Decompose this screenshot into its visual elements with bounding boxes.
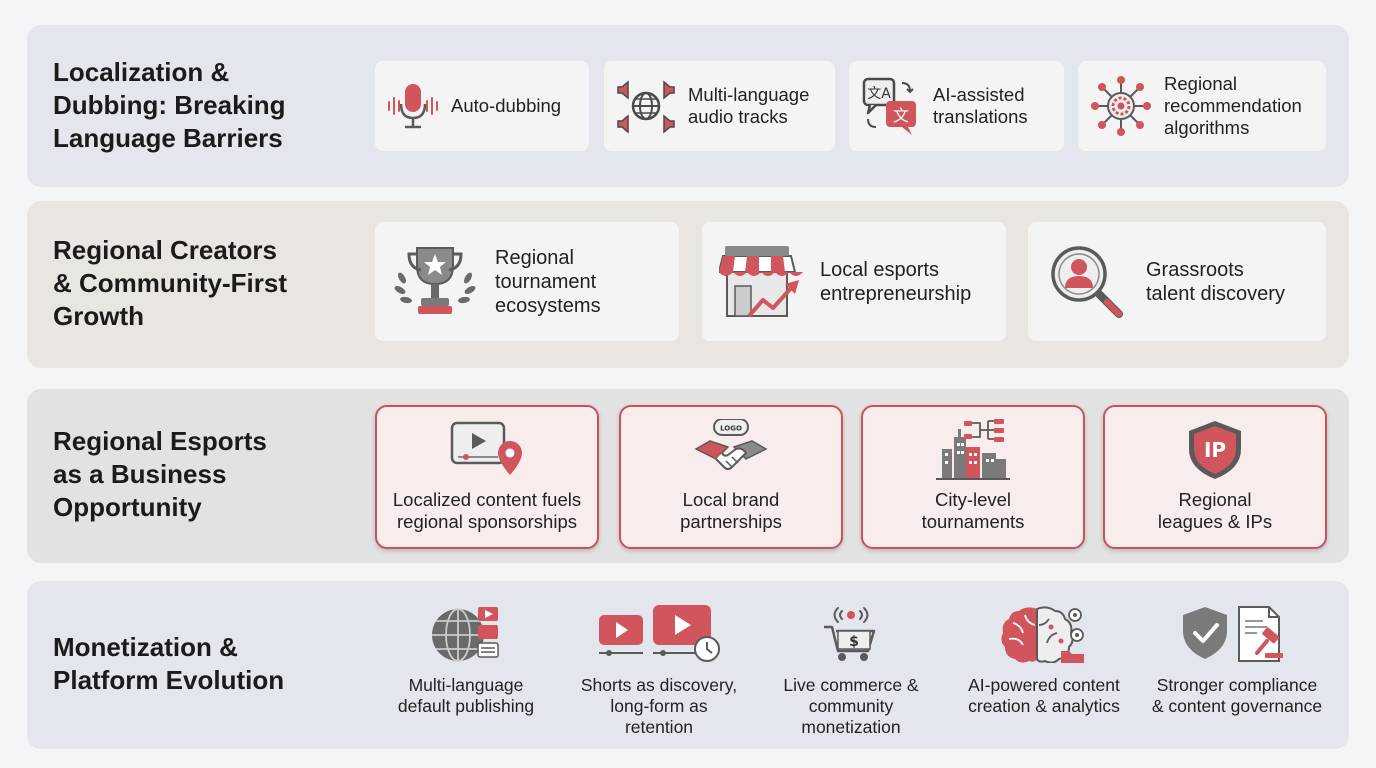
- item-label: Stronger compliance & content governance: [1151, 675, 1323, 716]
- item-ai-powered-content: AI-powered content creation & analytics: [955, 603, 1133, 717]
- ip-shield-icon: IP: [1105, 419, 1325, 481]
- localization-title: Localization & Dubbing: Breaking Languag…: [53, 57, 286, 153]
- city-bracket-icon: [863, 419, 1083, 481]
- cart-currency-text: $: [849, 634, 859, 650]
- storefront-growth-icon: [702, 242, 820, 322]
- card-multi-language-audio: Multi-language audio tracks: [604, 61, 835, 151]
- card-label: Auto-dubbing: [451, 95, 562, 116]
- card-label: City-level tournaments: [921, 489, 1025, 532]
- card-regional-tournament: Regional tournament ecosystems: [375, 222, 679, 341]
- item-label: Live commerce & community monetization: [783, 675, 919, 737]
- logo-badge-text: LOGO: [720, 425, 742, 433]
- card-grassroots-talent: Grassroots talent discovery: [1028, 222, 1326, 341]
- brain-gears-icon: [955, 603, 1133, 663]
- microphone-icon: [375, 78, 451, 134]
- card-regional-leagues: IP Regional leagues & IPs: [1103, 405, 1327, 549]
- card-label: Local esports entrepreneurship: [820, 258, 972, 305]
- item-label: Shorts as discovery, long-form as retent…: [580, 675, 738, 737]
- video-location-icon: [377, 419, 597, 481]
- ip-badge-text: IP: [1204, 438, 1226, 462]
- card-label: Local brand partnerships: [680, 489, 782, 532]
- magnifier-person-icon: [1028, 242, 1146, 322]
- svg-text:文A: 文A: [867, 86, 891, 102]
- card-ai-translations: 文A 文 AI-assisted translations: [849, 61, 1064, 151]
- handshake-logo-icon: LOGO: [621, 419, 841, 481]
- card-label: Grassroots talent discovery: [1146, 258, 1285, 305]
- item-label: AI-powered content creation & analytics: [968, 675, 1120, 716]
- item-shorts-longform: Shorts as discovery, long-form as retent…: [561, 603, 757, 738]
- monetization-title: Monetization & Platform Evolution: [53, 632, 285, 695]
- shopping-cart-icon: $: [765, 603, 937, 663]
- globe-speakers-icon: [604, 75, 688, 137]
- shield-gavel-icon: [1141, 603, 1333, 663]
- item-live-commerce: $ Live commerce & community monetization: [765, 603, 937, 738]
- card-label: Regional leagues & IPs: [1157, 489, 1273, 532]
- card-auto-dubbing: Auto-dubbing: [375, 61, 589, 151]
- card-label: Localized content fuels regional sponsor…: [392, 489, 582, 532]
- item-label: Multi-language default publishing: [397, 675, 535, 716]
- video-clock-icon: [561, 603, 757, 663]
- card-label: Regional recommendation algorithms: [1164, 73, 1302, 138]
- card-label: AI-assisted translations: [933, 84, 1028, 127]
- creators-section: Regional Creators & Community-First Grow…: [27, 201, 1349, 368]
- opportunity-section: Regional Esports as a Business Opportuni…: [27, 389, 1349, 563]
- globe-publish-icon: [376, 603, 556, 663]
- item-compliance-governance: Stronger compliance & content governance: [1141, 603, 1333, 717]
- card-label: Regional tournament ecosystems: [495, 246, 601, 317]
- localization-section: Localization & Dubbing: Breaking Languag…: [27, 25, 1349, 187]
- network-gear-icon: [1078, 74, 1164, 138]
- svg-text:文: 文: [893, 106, 909, 125]
- monetization-section: Monetization & Platform Evolution: [27, 581, 1349, 749]
- trophy-icon: [375, 242, 495, 322]
- card-localized-sponsorships: Localized content fuels regional sponsor…: [375, 405, 599, 549]
- card-city-tournaments: City-level tournaments: [861, 405, 1085, 549]
- creators-title: Regional Creators & Community-First Grow…: [53, 235, 287, 331]
- card-regional-recommendation: Regional recommendation algorithms: [1078, 61, 1326, 151]
- item-multi-language-publishing: Multi-language default publishing: [376, 603, 556, 717]
- card-label: Multi-language audio tracks: [688, 84, 810, 127]
- card-local-brand: LOGO Local brand partnerships: [619, 405, 843, 549]
- card-local-esports: Local esports entrepreneurship: [702, 222, 1006, 341]
- opportunity-title: Regional Esports as a Business Opportuni…: [53, 426, 267, 522]
- translate-icon: 文A 文: [849, 75, 933, 137]
